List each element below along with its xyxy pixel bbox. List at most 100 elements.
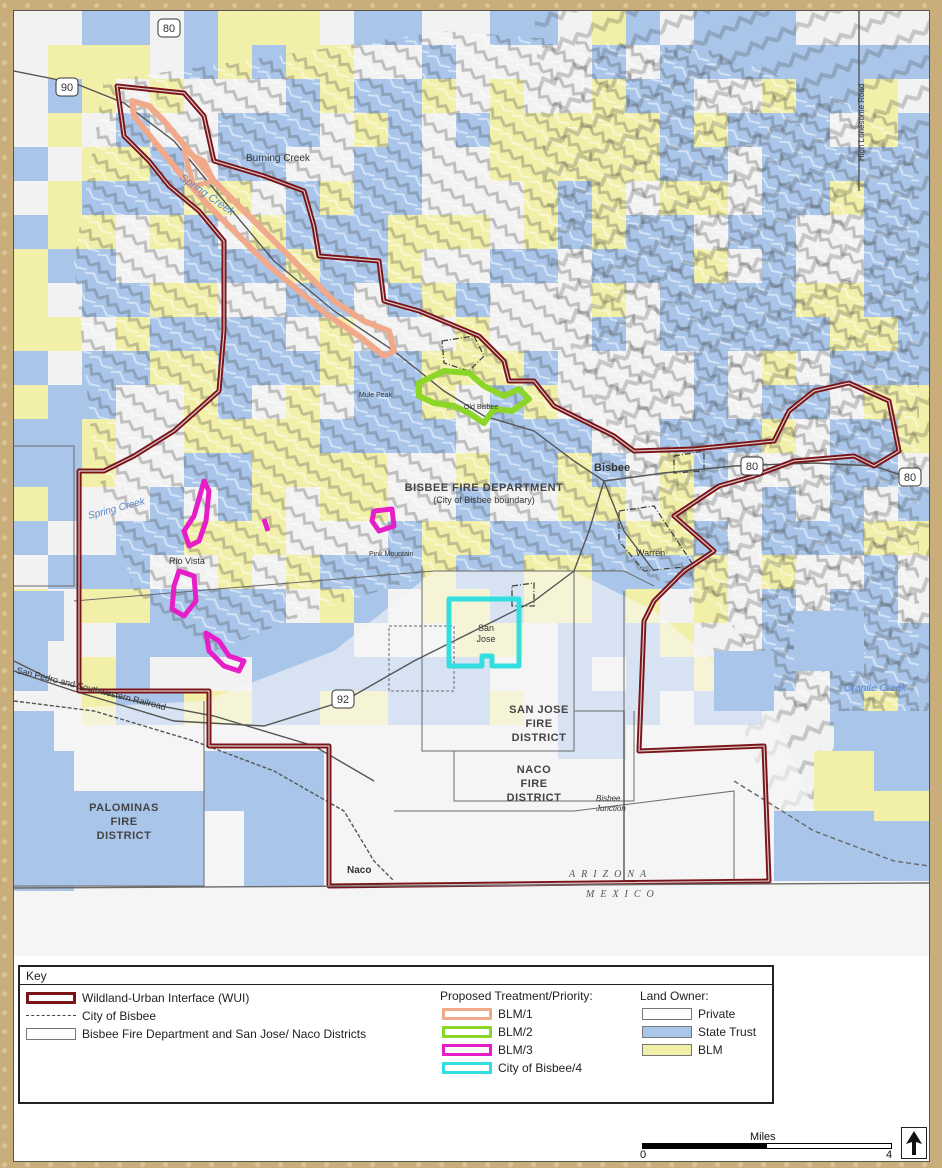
label-naco: Naco (347, 865, 371, 876)
scale-unit: Miles (750, 1131, 776, 1143)
label-palominas-2: FIRE (110, 816, 137, 828)
treatment-blm3-b (169, 568, 199, 619)
parcel-south (204, 751, 324, 811)
fire-district-boundaries (14, 445, 735, 887)
label-pink-mountain: Pink Mountain (369, 551, 413, 558)
label-burning-creek: Burning Creek (246, 153, 311, 164)
parcel (48, 453, 82, 487)
highway-shield-92: 92 (331, 689, 355, 709)
highway-shield-80-right: 80 (898, 467, 922, 487)
parcel-south (794, 611, 864, 671)
label-bisbee-junction-2: Junction (595, 804, 626, 813)
parcel-south (874, 791, 929, 821)
parcel (82, 11, 116, 45)
swatch-city-of-bisbee (26, 1015, 76, 1017)
legend-label-private: Private (698, 1007, 736, 1021)
highway-shield-80-top: 80 (157, 18, 181, 38)
label-arizona: ARIZONA (568, 869, 652, 880)
legend-item-blm: BLM (642, 1043, 723, 1057)
label-rio-vista: Rio Vista (169, 556, 205, 566)
scale-max: 4 (886, 1149, 893, 1161)
legend-label-blm2: BLM/2 (498, 1025, 533, 1039)
swatch-city4 (442, 1062, 492, 1074)
scale-bar: Miles 0 4 (640, 1131, 893, 1161)
parcel-south (74, 791, 204, 886)
parcel (48, 45, 82, 79)
treatment-blm3-c (203, 630, 247, 674)
swatch-blm (642, 1044, 692, 1056)
legend-title: Key (26, 969, 47, 983)
parcel (48, 555, 82, 589)
map-legend: Key Wildland-Urban Interface (WUI) City … (18, 965, 774, 1104)
swatch-wui (26, 992, 76, 1004)
legend-item-blm2: BLM/2 (442, 1025, 533, 1039)
roads (14, 11, 929, 882)
label-mule-peak: Mule Peak (359, 392, 393, 399)
label-bisbee-junction-1: Bisbee (596, 794, 621, 803)
treatment-areas (129, 98, 532, 674)
legend-item-wui: Wildland-Urban Interface (WUI) (26, 991, 249, 1005)
label-san-jose-2: Jose (476, 634, 495, 644)
parcel-south (244, 811, 324, 886)
parcel (116, 11, 150, 45)
parcel (116, 623, 150, 657)
legend-item-blm1: BLM/1 (442, 1007, 533, 1021)
legend-treatment-title: Proposed Treatment/Priority: (440, 989, 593, 1003)
label-high-lonesome-road: High Lonesome Road (857, 84, 866, 161)
land-ownership-parcels-south (14, 591, 929, 891)
map-canvas[interactable]: 80 90 80 80 92 Burning Creek Spring Cree… (14, 11, 929, 956)
label-palominas-3: DISTRICT (97, 830, 152, 842)
treatment-blm1-north (181, 148, 217, 189)
scale-min: 0 (640, 1149, 647, 1161)
treatment-blm3-a (181, 478, 212, 549)
label-naco-district-1: NACO (517, 764, 551, 776)
legend-item-state-trust: State Trust (642, 1025, 756, 1039)
label-bisbee-fire-dept-sub: (City of Bisbee boundary) (433, 495, 535, 505)
svg-text:80: 80 (746, 461, 758, 473)
label-old-bisbee: Old Bisbee (464, 404, 498, 411)
legend-item-districts: Bisbee Fire Department and San Jose/ Nac… (26, 1027, 366, 1041)
legend-label-city4: City of Bisbee/4 (498, 1061, 583, 1075)
parcel (48, 487, 82, 521)
svg-text:92: 92 (337, 694, 349, 706)
parcel (82, 45, 150, 79)
treatment-blm2 (416, 368, 532, 426)
legend-label-districts: Bisbee Fire Department and San Jose/ Nac… (82, 1027, 367, 1041)
parcel-south (814, 751, 874, 811)
swatch-blm2 (442, 1026, 492, 1038)
legend-divider (20, 984, 772, 985)
label-san-jose-district-1: SAN JOSE (509, 704, 569, 716)
north-arrow-icon (901, 1127, 927, 1159)
parcel-south (14, 591, 64, 641)
legend-label-blm: BLM (698, 1043, 723, 1057)
parcel (14, 147, 48, 181)
wui-boundary-inner (78, 85, 900, 887)
legend-label-blm3: BLM/3 (498, 1043, 533, 1057)
treatment-city4 (446, 596, 522, 669)
legend-label-blm1: BLM/1 (498, 1007, 533, 1021)
treatment-blm3-e (261, 518, 271, 532)
highway-shield-90: 90 (55, 77, 79, 97)
parcel-south (14, 711, 54, 751)
parcel (82, 555, 116, 589)
legend-item-private: Private (642, 1007, 735, 1021)
label-bisbee-fire-dept: BISBEE FIRE DEPARTMENT (405, 482, 564, 494)
swatch-districts (26, 1028, 76, 1040)
legend-label-state-trust: State Trust (698, 1025, 757, 1039)
swatch-blm1 (442, 1008, 492, 1020)
legend-owner-title: Land Owner: (640, 989, 709, 1003)
label-naco-district-3: DISTRICT (507, 792, 562, 804)
parcel-south (714, 651, 774, 711)
scale-bar-graphic (642, 1143, 892, 1149)
legend-item-city-of-bisbee: City of Bisbee (26, 1009, 156, 1023)
parcel (14, 657, 48, 691)
svg-text:80: 80 (904, 472, 916, 484)
swatch-private (642, 1008, 692, 1020)
legend-label-wui: Wildland-Urban Interface (WUI) (82, 991, 250, 1005)
international-border (14, 882, 929, 889)
parcel (354, 11, 388, 45)
legend-item-city4: City of Bisbee/4 (442, 1061, 582, 1075)
svg-text:90: 90 (61, 82, 73, 94)
label-san-jose-district-3: DISTRICT (512, 732, 567, 744)
label-warren: Warren (636, 548, 665, 558)
